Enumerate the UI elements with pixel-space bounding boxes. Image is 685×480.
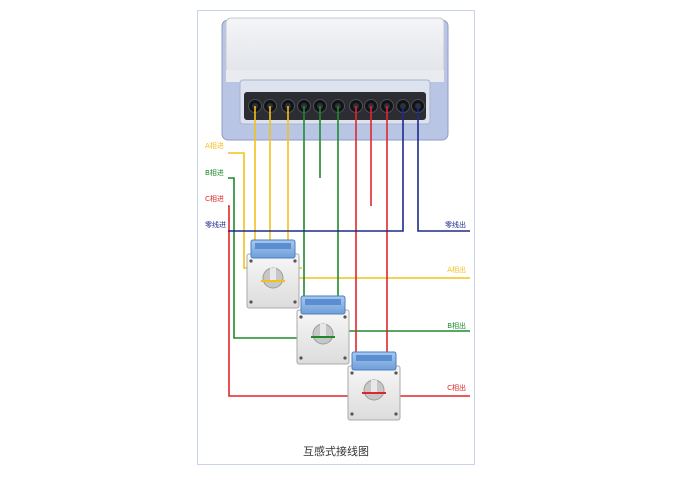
ct-mount-hole — [299, 356, 303, 360]
label-n-in: 零线进 — [205, 220, 226, 229]
ct-busbar — [270, 268, 276, 280]
ct-mount-hole — [350, 412, 354, 416]
ct-mount-hole — [249, 259, 253, 263]
meter-icon — [221, 17, 449, 141]
label-c-out: C相出 — [447, 383, 466, 392]
label-b-in: B相进 — [205, 168, 224, 177]
current-transformer-c — [347, 351, 401, 421]
ct-mount-hole — [293, 259, 297, 263]
diagram-caption: 互感式接线图 — [303, 445, 369, 458]
ct-mount-hole — [293, 300, 297, 304]
label-a-in: A相进 — [205, 141, 224, 150]
current-transformer-b — [296, 295, 350, 365]
wire-b-in — [228, 177, 346, 339]
ct-terminal-slot — [305, 299, 341, 305]
label-a-out: A相出 — [447, 265, 466, 274]
current-transformer-a — [246, 239, 300, 309]
ct-terminal-slot — [255, 243, 291, 249]
meter-terminals — [248, 99, 425, 113]
wire-n-in — [228, 106, 404, 232]
ct-mount-hole — [343, 356, 347, 360]
ct-mount-hole — [249, 300, 253, 304]
ct-busbar — [371, 380, 377, 392]
ct-mount-hole — [394, 371, 398, 375]
label-b-out: B相出 — [447, 321, 466, 330]
ct-mount-hole — [350, 371, 354, 375]
wire-n-out — [417, 106, 470, 232]
ct-busbar — [320, 324, 326, 336]
label-c-in: C相进 — [205, 194, 224, 203]
label-n-out: 零线出 — [445, 220, 466, 229]
ct-mount-hole — [394, 412, 398, 416]
ct-terminal-slot — [356, 355, 392, 361]
ct-mount-hole — [299, 315, 303, 319]
wires — [228, 106, 470, 397]
meter-cover-lip — [226, 70, 444, 82]
wire-c-in — [228, 205, 352, 397]
ct-mount-hole — [343, 315, 347, 319]
